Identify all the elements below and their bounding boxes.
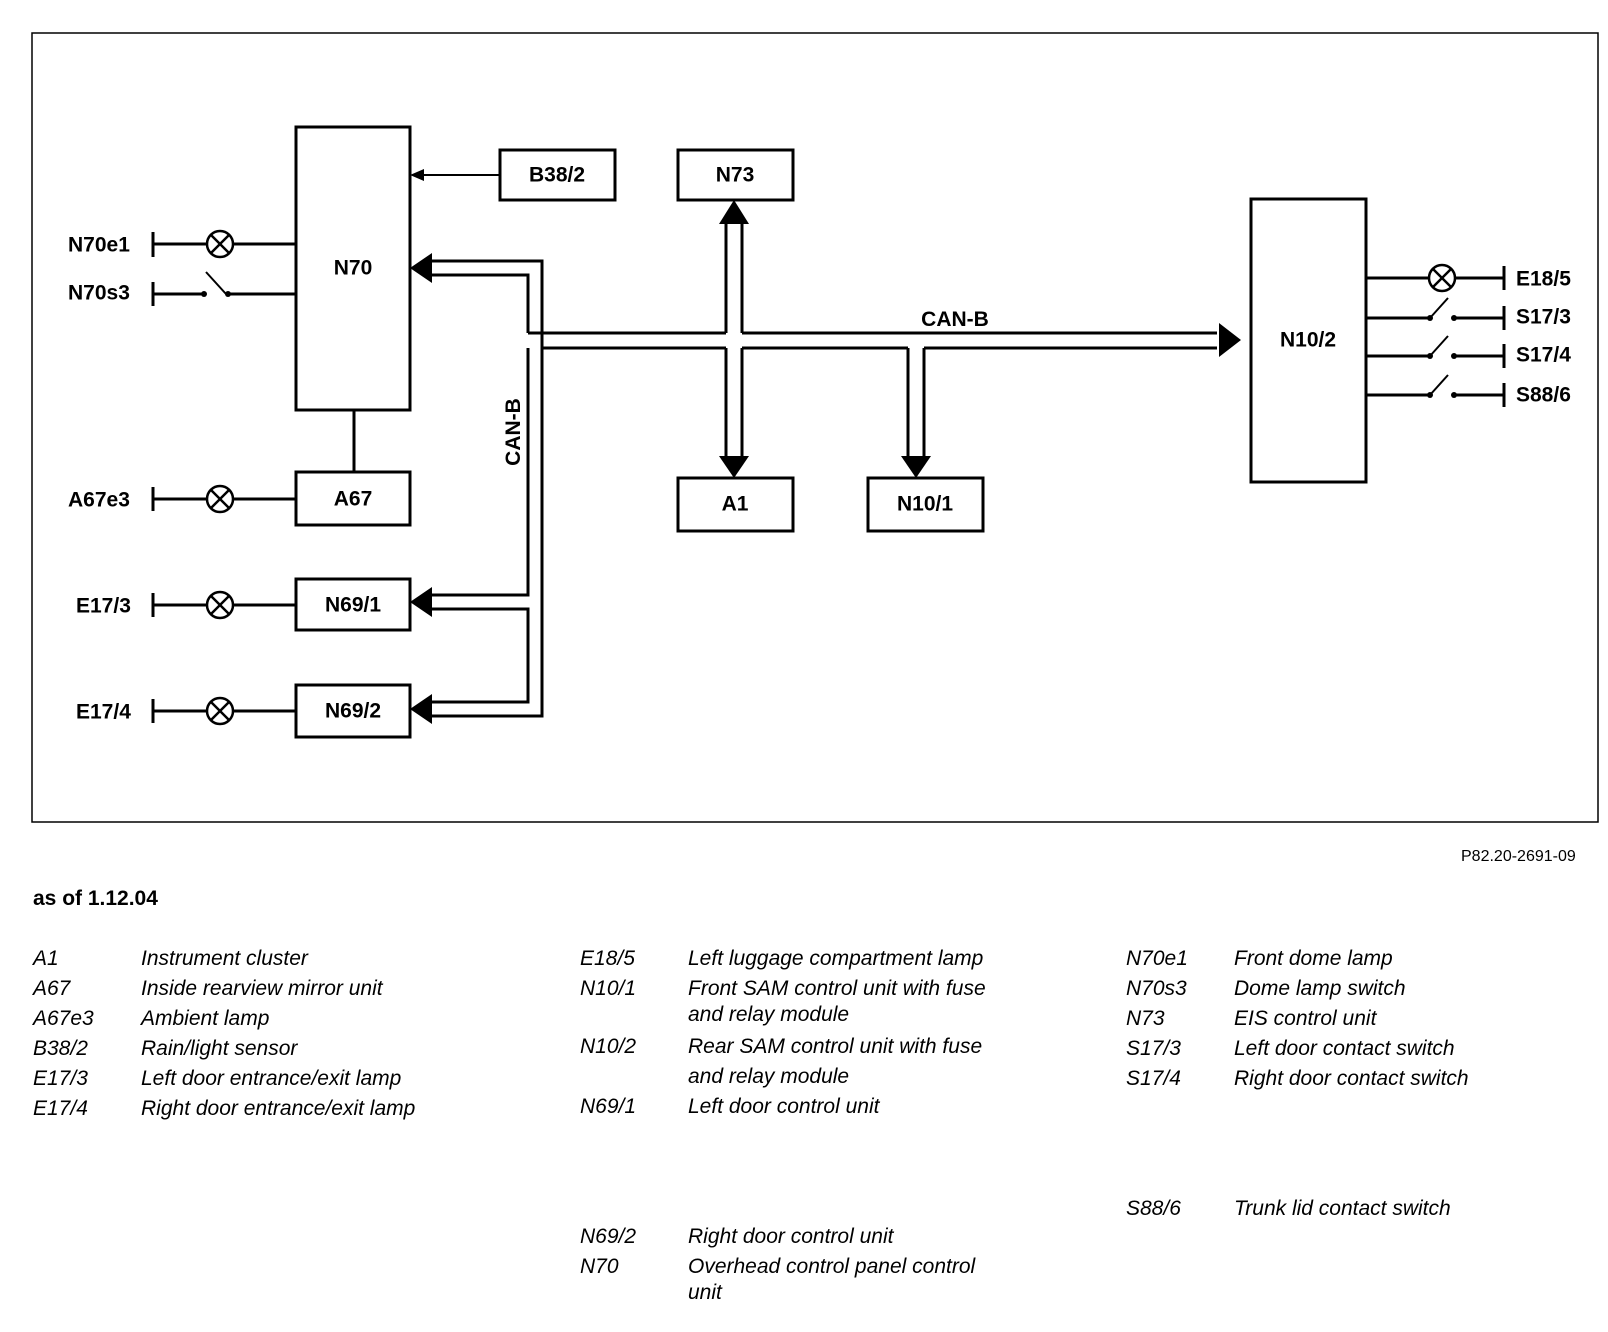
diagram-frame xyxy=(31,32,1599,823)
lamp-icon xyxy=(205,229,235,259)
legend-code: N10/1 xyxy=(580,977,637,1000)
legend-desc: Rear SAM control unit with fuse xyxy=(688,1035,983,1058)
switch-contact-dot xyxy=(1451,353,1457,359)
legend-desc: Inside rearview mirror unit xyxy=(141,977,383,1000)
legend-code: S17/4 xyxy=(1126,1067,1181,1090)
label-n69-2: N69/2 xyxy=(325,700,381,723)
label-n70: N70 xyxy=(334,257,373,280)
b38-signal-arrow xyxy=(410,169,424,181)
legend-desc-cont: and relay module xyxy=(688,1003,850,1026)
legend-desc: EIS control unit xyxy=(1234,1007,1377,1030)
lamp-icon xyxy=(1427,263,1457,293)
box-a1 xyxy=(676,476,795,533)
legend-code: N70s3 xyxy=(1126,977,1187,1000)
legend-desc: Overhead control panel control xyxy=(688,1255,976,1278)
switch-contact-dot xyxy=(1451,315,1457,321)
legend-desc: Front SAM control unit with fuse xyxy=(688,977,986,1000)
box-n10-1 xyxy=(866,476,985,533)
label-n73: N73 xyxy=(716,164,755,187)
legend-code: S17/3 xyxy=(1126,1037,1181,1060)
legend-desc: Front dome lamp xyxy=(1234,947,1393,970)
legend-code: E17/4 xyxy=(33,1097,88,1120)
legend-code: A67e3 xyxy=(33,1007,94,1030)
legend-desc: Left door entrance/exit lamp xyxy=(141,1067,402,1090)
label-n10-1: N10/1 xyxy=(897,493,953,516)
can-b-label-horizontal: CAN-B xyxy=(921,308,989,331)
legend-desc: Left luggage compartment lamp xyxy=(688,947,984,970)
box-a67 xyxy=(294,470,412,527)
label-a1: A1 xyxy=(722,493,749,516)
legend-code: A67 xyxy=(33,977,71,1000)
legend-desc-cont: unit xyxy=(688,1281,722,1304)
legend-desc: Left door control unit xyxy=(688,1095,880,1118)
legend-code: S88/6 xyxy=(1126,1197,1181,1220)
box-b38-2 xyxy=(498,148,617,202)
terminal-s17-4: S17/4 xyxy=(1516,344,1571,367)
lamp-icon xyxy=(205,696,235,726)
legend-code: E17/3 xyxy=(33,1067,88,1090)
legend-code: E18/5 xyxy=(580,947,635,970)
box-n73 xyxy=(676,148,795,202)
terminal-e18-5: E18/5 xyxy=(1516,268,1571,291)
legend-desc: Dome lamp switch xyxy=(1234,977,1406,1000)
box-n70 xyxy=(294,125,412,412)
legend-desc: Rain/light sensor xyxy=(141,1037,298,1060)
switch-contact-dot xyxy=(201,291,207,297)
wiring-diagram: N70 B38/2 N73 A67 N69/1 N69/2 A1 N10/1 N… xyxy=(31,32,1599,823)
legend-code: N69/2 xyxy=(580,1225,637,1248)
lamp-icon xyxy=(205,590,235,620)
terminal-s17-3: S17/3 xyxy=(1516,306,1571,329)
switch-contact-dot xyxy=(225,291,231,297)
legend-code: N69/1 xyxy=(580,1095,637,1118)
legend-code: B38/2 xyxy=(33,1037,88,1060)
legend-desc: Right door contact switch xyxy=(1234,1067,1469,1090)
label-n69-1: N69/1 xyxy=(325,594,381,617)
switch-contact-dot xyxy=(1427,392,1433,398)
legend-desc: Left door contact switch xyxy=(1234,1037,1455,1060)
label-n10-2: N10/2 xyxy=(1280,329,1336,352)
legend-code: N70 xyxy=(580,1255,619,1278)
lamp-icon xyxy=(205,484,235,514)
figure-reference: P82.20-2691-09 xyxy=(1461,848,1576,865)
legend-desc: Right door control unit xyxy=(688,1225,894,1248)
box-n69-2 xyxy=(294,683,412,739)
terminal-e17-3: E17/3 xyxy=(76,595,131,618)
switch-contact-dot xyxy=(1427,315,1433,321)
terminal-e17-4: E17/4 xyxy=(76,701,131,724)
legend-desc: Right door entrance/exit lamp xyxy=(141,1097,416,1120)
terminal-a67e3: A67e3 xyxy=(68,489,130,512)
legend-desc: Ambient lamp xyxy=(141,1007,270,1030)
label-a67: A67 xyxy=(334,488,373,511)
legend-code: N10/2 xyxy=(580,1035,637,1058)
label-b38-2: B38/2 xyxy=(529,164,585,187)
terminal-s88-6: S88/6 xyxy=(1516,384,1571,407)
box-n69-1 xyxy=(294,577,412,632)
can-b-label-vertical: CAN-B xyxy=(502,398,525,466)
box-n10-2 xyxy=(1249,197,1368,484)
legend-code: N70e1 xyxy=(1126,947,1188,970)
legend-desc: Trunk lid contact switch xyxy=(1234,1197,1451,1220)
legend-code: A1 xyxy=(33,947,59,970)
legend-desc: Instrument cluster xyxy=(141,947,308,970)
switch-contact-dot xyxy=(1427,353,1433,359)
can-b-bus xyxy=(430,220,1217,718)
legend-code: N73 xyxy=(1126,1007,1165,1030)
legend-desc-cont: and relay module xyxy=(688,1065,850,1088)
bus-arrowheads xyxy=(410,200,1241,724)
date-note: as of 1.12.04 xyxy=(33,887,158,910)
terminal-n70e1: N70e1 xyxy=(68,234,130,257)
switch-contact-dot xyxy=(1451,392,1457,398)
terminal-n70s3: N70s3 xyxy=(68,282,130,305)
